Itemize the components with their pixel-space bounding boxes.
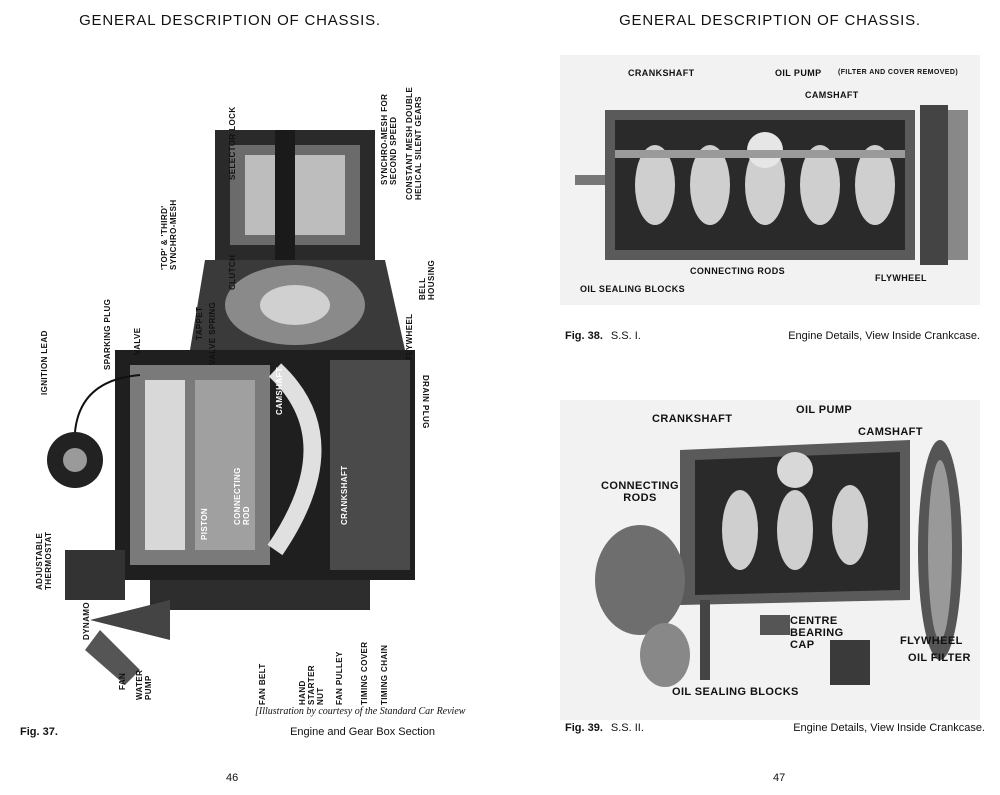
- fig37-number: Fig. 37.: [20, 726, 58, 738]
- label-fan-pulley: FAN PULLEY: [335, 651, 344, 705]
- label-timing-chain: TIMING CHAIN: [380, 644, 389, 705]
- label-valve-spring: VALVE SPRING: [208, 301, 217, 365]
- label-camshaft: CAMSHAFT: [275, 366, 284, 415]
- label-crankshaft: CRANKSHAFT: [340, 465, 349, 525]
- fig39-number: Fig. 39. S.S. II.: [565, 722, 644, 734]
- page-number-right: 47: [773, 772, 786, 784]
- right-page: GENERAL DESCRIPTION OF CHASSIS. CRANKSHA…: [500, 0, 1000, 795]
- fig38-label-oil-pump-note: (FILTER AND COVER REMOVED): [838, 69, 959, 76]
- label-synchro-second: SYNCHRO-MESH FOR SECOND SPEED: [380, 93, 398, 185]
- label-connecting-rod: CONNECTING ROD: [233, 467, 251, 525]
- label-clutch: CLUTCH: [228, 254, 237, 290]
- label-ignition-lead: IGNITION LEAD: [40, 330, 49, 395]
- page-header-left: GENERAL DESCRIPTION OF CHASSIS.: [79, 12, 381, 29]
- label-constant-mesh: CONSTANT MESH DOUBLE HELICAL SILENT GEAR…: [405, 86, 423, 200]
- label-fan: FAN: [118, 672, 127, 690]
- fig38-label-connecting-rods: CONNECTING RODS: [690, 266, 786, 276]
- label-drain-plug: DRAIN PLUG: [421, 375, 430, 429]
- label-top-third: 'TOP' & 'THIRD' SYNCHRO-MESH: [160, 199, 178, 270]
- fig38-number-text: Fig. 38.: [565, 330, 603, 342]
- fig39-label-oil-sealing-blocks: OIL SEALING BLOCKS: [672, 686, 799, 698]
- fig39-caption: Engine Details, View Inside Crankcase.: [793, 722, 985, 734]
- fig37-caption: Engine and Gear Box Section: [290, 726, 435, 738]
- fig39-sub: S.S. II.: [610, 722, 644, 734]
- label-bell-housing: BELL HOUSING: [418, 259, 436, 300]
- fig38-label-crankshaft: CRANKSHAFT: [628, 68, 695, 78]
- label-sparking-plug: SPARKING PLUG: [103, 298, 112, 370]
- fig39-crankcase-photo: [560, 400, 980, 720]
- fig38-caption: Engine Details, View Inside Crankcase.: [788, 330, 980, 342]
- illustration-credit: [Illustration by courtesy of the Standar…: [255, 706, 466, 717]
- fig39-label-crankshaft: CRANKSHAFT: [652, 413, 733, 425]
- fig38-number: Fig. 38. S.S. I.: [565, 330, 641, 342]
- fig39-number-text: Fig. 39.: [565, 722, 603, 734]
- fig39-label-oil-pump: OIL PUMP: [796, 404, 853, 416]
- label-piston: PISTON: [200, 507, 209, 540]
- fig38-sub: S.S. I.: [610, 330, 641, 342]
- fig39-label-camshaft: CAMSHAFT: [858, 426, 923, 438]
- fig38-crankcase-photo: [560, 55, 980, 305]
- fig38-label-flywheel: FLYWHEEL: [875, 273, 927, 283]
- fig39-label-connecting-rods: CONNECTING RODS: [601, 480, 679, 504]
- page-number-left: 46: [226, 772, 239, 784]
- label-timing-cover: TIMING COVER: [360, 641, 369, 705]
- label-selector-lock: SELECTOR LOCK: [228, 106, 237, 180]
- label-fan-belt: FAN BELT: [258, 663, 267, 705]
- label-dynamo: DYNAMO: [82, 602, 91, 640]
- label-valve: VALVE: [133, 327, 142, 355]
- page-header-right: GENERAL DESCRIPTION OF CHASSIS.: [619, 12, 921, 29]
- label-hand-starter-nut: HAND STARTER NUT: [298, 665, 325, 705]
- fig38-label-oil-sealing-blocks: OIL SEALING BLOCKS: [580, 284, 686, 294]
- fig38-label-camshaft: CAMSHAFT: [805, 90, 859, 100]
- fig38-label-oil-pump: OIL PUMP: [775, 68, 822, 78]
- fig39-label-oil-filter: OIL FILTER: [908, 652, 971, 664]
- label-flywheel: FLYWHEEL: [405, 313, 414, 360]
- left-page: GENERAL DESCRIPTION OF CHASSIS. SELECTOR…: [20, 12, 466, 784]
- label-adjustable-thermostat: ADJUSTABLE THERMOSTAT: [35, 531, 53, 590]
- engine-gearbox-section-illustration: [47, 130, 415, 685]
- fig39-label-flywheel: FLYWHEEL: [900, 635, 963, 647]
- fig39-label-centre-bearing-cap: CENTRE BEARING CAP: [790, 615, 844, 651]
- label-water-pump: WATER PUMP: [135, 669, 153, 700]
- label-tappet: TAPPET: [195, 306, 204, 340]
